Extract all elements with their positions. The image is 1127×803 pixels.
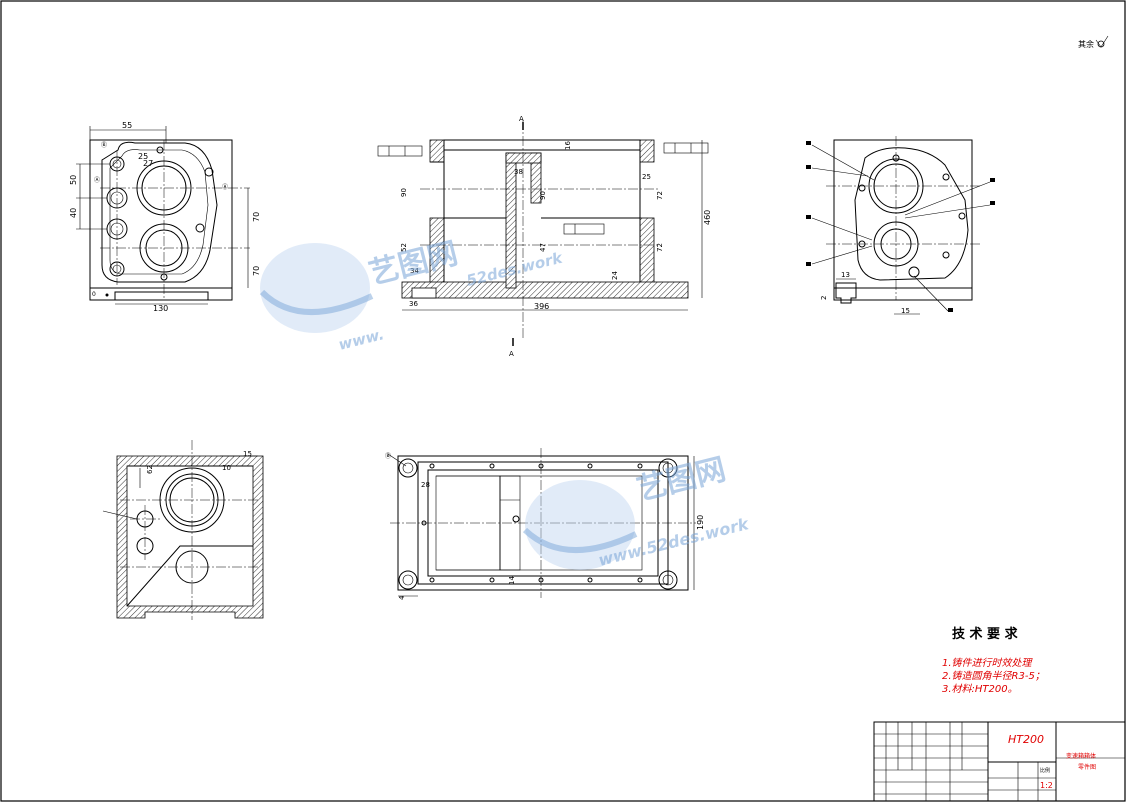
svg-text:www.: www.	[337, 325, 386, 354]
material: HT200	[1008, 733, 1044, 746]
svg-text:40: 40	[69, 208, 78, 218]
section-view: 10 15 62	[102, 440, 264, 620]
front-section-view: 396 460 38 25 24 34 36 90 52 90 47 72 72…	[377, 115, 712, 358]
roughness-mark: 其余	[1078, 35, 1109, 49]
svg-text:24: 24	[611, 271, 619, 280]
svg-text:2: 2	[820, 296, 828, 300]
svg-text:13: 13	[841, 271, 850, 279]
tech-req-item: 2.铸造圆角半径R3-5；	[942, 670, 1045, 682]
svg-text:25: 25	[138, 152, 148, 161]
svg-text:Ⓑ: Ⓑ	[101, 141, 107, 149]
tech-req-item: 3.材料:HT200。	[942, 683, 1018, 695]
svg-text:艺图网: 艺图网	[633, 452, 729, 508]
svg-text:Ⓐ: Ⓐ	[222, 183, 228, 191]
tech-req-item: 1.铸件进行时效处理	[942, 657, 1034, 669]
svg-text:其余: 其余	[1078, 39, 1094, 49]
svg-text:比例: 比例	[1040, 767, 1050, 774]
svg-text:130: 130	[153, 304, 168, 313]
svg-text:A: A	[509, 350, 514, 358]
svg-text:190: 190	[696, 515, 705, 530]
scale: 1:2	[1040, 781, 1053, 790]
title-block: HT200 变速箱箱体 零件图 1:2 比例	[873, 721, 1126, 802]
svg-text:55: 55	[122, 121, 132, 130]
svg-text:Ⓐ: Ⓐ	[94, 176, 100, 184]
svg-text:A: A	[519, 115, 524, 123]
right-view: 13 2 15	[806, 136, 995, 315]
svg-text:72: 72	[656, 191, 664, 200]
svg-text:52: 52	[400, 243, 408, 252]
svg-text:70: 70	[252, 266, 261, 276]
svg-text:396: 396	[534, 302, 549, 311]
svg-text:70: 70	[252, 212, 261, 222]
svg-text:4: 4	[398, 595, 406, 600]
drawing-type: 零件图	[1078, 763, 1096, 771]
tech-req-title: 技 术 要 求	[952, 626, 1019, 642]
svg-text:Ⓑ: Ⓑ	[385, 452, 391, 460]
svg-text:10: 10	[222, 464, 231, 472]
svg-text:27: 27	[143, 159, 153, 168]
svg-text:15: 15	[243, 450, 252, 458]
svg-text:62: 62	[146, 465, 154, 474]
svg-text:25: 25	[642, 173, 651, 181]
svg-text:34: 34	[410, 267, 419, 275]
svg-text:460: 460	[703, 210, 712, 225]
svg-text:90: 90	[400, 188, 408, 197]
svg-text:90: 90	[539, 191, 547, 200]
left-view: 55 27 25 50 40 70 70 130 0 Ⓐ Ⓑ Ⓐ	[69, 121, 261, 313]
svg-text:72: 72	[656, 243, 664, 252]
svg-text:36: 36	[409, 300, 418, 308]
technical-requirements: 技 术 要 求 1.铸件进行时效处理 2.铸造圆角半径R3-5； 3.材料:HT…	[942, 626, 1045, 695]
svg-text:38: 38	[514, 168, 523, 176]
svg-text:47: 47	[539, 243, 547, 252]
svg-text:0: 0	[92, 291, 96, 298]
part-name: 变速箱箱体	[1066, 752, 1096, 760]
svg-text:14: 14	[508, 576, 516, 585]
svg-text:28: 28	[421, 481, 430, 489]
svg-text:16: 16	[564, 141, 572, 150]
svg-text:15: 15	[901, 307, 910, 315]
bottom-view: Ⓑ 190 14 28 4	[385, 448, 705, 600]
svg-text:50: 50	[69, 175, 78, 185]
